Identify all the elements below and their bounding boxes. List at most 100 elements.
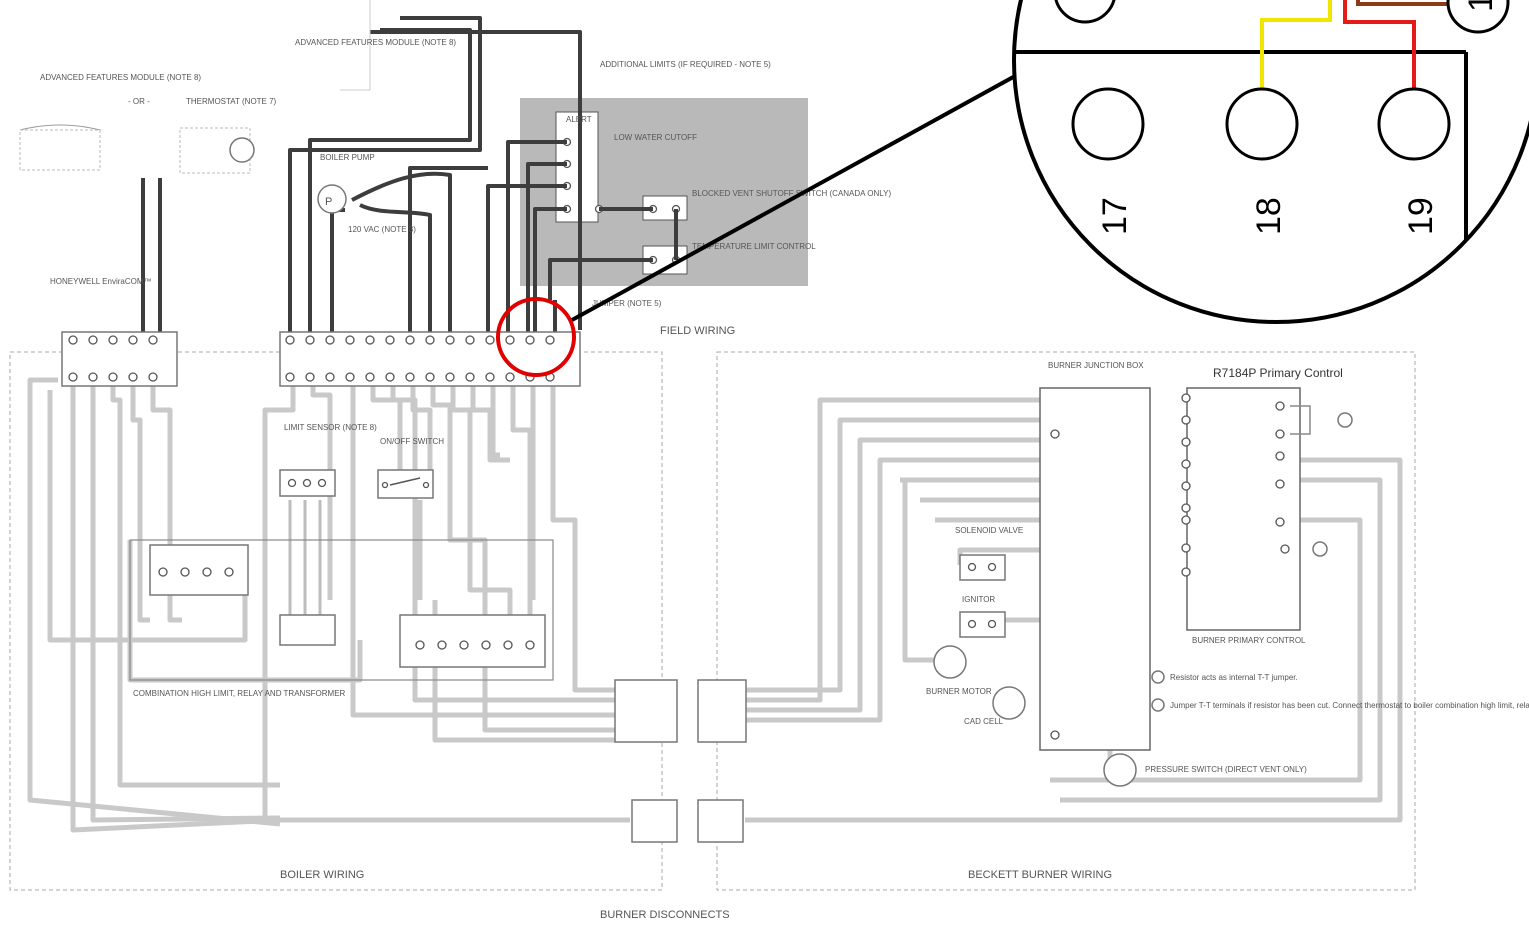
burner-primary-control [1186,387,1301,631]
main-terminals [285,335,555,382]
field-wiring-label: FIELD WIRING [660,325,735,337]
jumper-label: JUMPER (NOTE 5) [592,299,662,308]
zoom-terminal-19 [1377,87,1451,161]
burner-motor [933,645,967,679]
terminal [503,640,513,650]
terminal [465,335,475,345]
terminal [525,640,535,650]
burner-ground-disconnect [697,799,744,843]
terminal [481,640,491,650]
burner-disconnect-plug [697,679,747,743]
burner-disconnects-label: BURNER DISCONNECTS [600,909,730,921]
terminal [365,335,375,345]
zoom-pointer-line [571,68,1027,322]
terminal [405,335,415,345]
honeywell-label: HONEYWELL EnviraCOM™ [50,277,152,286]
terminal [1181,459,1191,469]
burner-junction-box [1039,387,1151,751]
terminal [405,372,415,382]
advanced-module-top-label: ADVANCED FEATURES MODULE (NOTE 8) [295,38,456,47]
terminal [485,372,495,382]
terminal [385,335,395,345]
terminal [485,335,495,345]
terminal [437,640,447,650]
note-a-marker [1151,670,1165,684]
additional-limits-label: ADDITIONAL LIMITS (IF REQUIRED - NOTE 5) [600,60,771,69]
terminal [1181,503,1191,513]
terminal [425,335,435,345]
terminal [545,335,555,345]
note-b-marker [1151,698,1165,712]
terminal [365,372,375,382]
or-label: - OR - [128,97,150,106]
terminal [445,372,455,382]
cad-cell [992,686,1026,720]
ignitor-label: IGNITOR [962,595,995,604]
terminal [1181,515,1191,525]
primary-control-terminals [1181,393,1191,577]
cad-cell-label: CAD CELL [964,717,1004,726]
onoff-switch-label: ON/OFF SWITCH [380,437,444,446]
advanced-module-left-label: ADVANCED FEATURES MODULE (NOTE 8) [40,73,201,82]
terminal [285,372,295,382]
terminal [305,335,315,345]
honeywell-terminal-strip [61,331,178,387]
zoom-label-19: 19 [1402,197,1440,235]
burner-junction-label: BURNER JUNCTION BOX [1048,361,1144,370]
beckett-wiring-region [716,351,1416,891]
blocked-vent-label: BLOCKED VENT SHUTOFF SWITCH (CANADA ONLY… [692,189,891,198]
burner-motor-label: BURNER MOTOR [926,687,992,696]
highlight-circle [496,297,576,377]
terminal [385,372,395,382]
terminal [445,335,455,345]
terminal [1181,415,1191,425]
burner-primary-control-label: BURNER PRIMARY CONTROL [1192,636,1306,645]
ignitor-block [959,611,1006,638]
terminal [1181,437,1191,447]
combination-terminals [415,640,535,650]
boiler-pump [317,184,347,214]
solenoid-valve-label: SOLENOID VALVE [955,526,1023,535]
boiler-disconnect-plug [614,679,678,743]
terminal [415,640,425,650]
boiler-wiring-label: BOILER WIRING [280,869,364,881]
low-water-cutoff-label: LOW WATER CUTOFF [614,133,697,142]
svg-text:P: P [325,196,332,208]
pressure-switch-label: PRESSURE SWITCH (DIRECT VENT ONLY) [1145,765,1307,774]
terminal [345,335,355,345]
terminal [465,372,475,382]
boiler-pump-label: BOILER PUMP [320,153,375,162]
terminal [345,372,355,382]
note-b-text: Jumper T-T terminals if resistor has bee… [1170,701,1529,710]
boiler-ground-disconnect [631,799,678,843]
zoom-circle-border [1012,0,1529,324]
solenoid-valve [959,554,1006,581]
vac-label: 120 VAC (NOTE 3) [348,225,416,234]
terminal [325,335,335,345]
pressure-switch [1103,753,1137,787]
honeywell-terminals [68,335,158,382]
alert-label: ALERT [566,115,592,124]
terminal [525,335,535,345]
combination-control-frame [129,539,554,681]
terminal [1181,393,1191,403]
limit-sensor-plug [279,614,336,646]
thermostat-icon [229,137,255,163]
zoom-terminal-18 [1225,87,1299,161]
beckett-label: BECKETT BURNER WIRING [968,869,1112,881]
combination-label: COMBINATION HIGH LIMIT, RELAY AND TRANSF… [133,689,346,698]
terminal [1181,543,1191,553]
note-a-text: Resistor acts as internal T-T jumper. [1170,673,1298,682]
zoom-label-17: 17 [1096,197,1134,235]
limit-sensor-label: LIMIT SENSOR (NOTE 8) [284,423,377,432]
thermostat-label: THERMOSTAT (NOTE 7) [186,97,277,106]
temp-limit-label: TEMPERATURE LIMIT CONTROL [692,242,816,251]
terminal [325,372,335,382]
zoom-label-11: 11 [1462,0,1500,12]
terminal [425,372,435,382]
lwco-terminal-block [555,111,599,223]
zoom-label-18: 18 [1250,197,1288,235]
terminal [1181,567,1191,577]
primary-control-title: R7184P Primary Control [1213,366,1343,380]
